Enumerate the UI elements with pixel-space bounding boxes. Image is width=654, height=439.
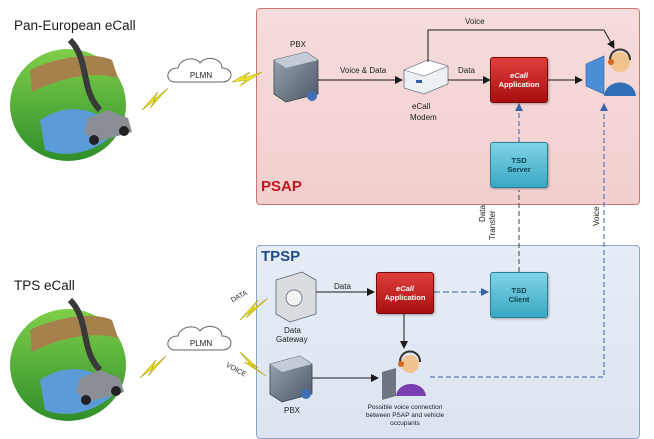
ecall-application-top-line2: Application [498, 80, 540, 89]
plmn-top-label: PLMN [189, 71, 213, 80]
tsd-server-box: TSD Server [490, 142, 548, 188]
psap-operator-icon [585, 48, 636, 96]
ecall-application-bottom-line2: Application [384, 293, 426, 302]
pbx-top-label: PBX [290, 40, 307, 49]
ecall-application-bottom-box: eCall Application [376, 272, 434, 314]
data-transfer-label-line2: Transfer [488, 210, 497, 241]
possible-voice-note-line2: between PSAP and vehicle [365, 412, 445, 419]
wireless-bolt-top-left-icon [141, 87, 169, 111]
tps-ecall-heading: TPS eCall [14, 278, 75, 293]
wireless-bolt-top-right-icon [231, 71, 263, 87]
plmn-cloud-bottom-icon [167, 325, 232, 351]
pan-european-ecall-heading: Pan-European eCall [14, 18, 136, 33]
wireless-bolt-voice-icon [239, 351, 267, 377]
tsd-client-box: TSD Client [490, 272, 548, 318]
tsd-client-line1: TSD [511, 286, 527, 295]
ecall-application-top-box: eCall Application [490, 57, 548, 103]
data-gateway-label-line2: Gateway [276, 335, 308, 344]
vehicle-scene-top [10, 37, 132, 161]
data-gateway-label-line1: Data [284, 326, 301, 335]
tsd-server-line2: Server [507, 165, 531, 174]
pbx-bottom-icon [269, 355, 313, 403]
tpsp-region-label: TPSP [261, 248, 301, 265]
tsd-server-line1: TSD [511, 156, 527, 165]
plmn-bottom-label: PLMN [189, 339, 213, 348]
data-modem-app-edge-label: Data [458, 66, 475, 75]
ecall-modem-label-line2: Modem [410, 113, 437, 122]
voice-vertical-label: Voice [592, 206, 601, 226]
tpsp-region [256, 245, 640, 439]
wireless-bolt-data-icon [239, 297, 269, 321]
voice-top-edge-label: Voice [465, 17, 485, 26]
ecall-modem-icon [403, 59, 449, 95]
data-gateway-app-edge-label: Data [334, 282, 351, 291]
tpsp-operator-icon [382, 350, 426, 400]
ecall-modem-label-line1: eCall [412, 102, 431, 111]
possible-voice-connection-note: Possible voice connection between PSAP a… [345, 404, 465, 428]
psap-region-label: PSAP [261, 178, 302, 195]
plmn-cloud-top-icon [167, 57, 232, 83]
wireless-bolt-bottom-left-icon [139, 355, 167, 379]
pbx-top-icon [273, 51, 319, 103]
data-transfer-label-line1: Data [478, 205, 487, 222]
possible-voice-note-line1: Possible voice connection [367, 404, 443, 411]
vehicle-scene-bottom [10, 297, 126, 421]
ecall-application-top-line1: eCall [510, 71, 528, 80]
voice-and-data-edge-label: Voice & Data [340, 66, 387, 75]
pbx-bottom-label: PBX [284, 406, 301, 415]
psap-region [256, 8, 640, 205]
ecall-application-bottom-line1: eCall [396, 284, 414, 293]
tsd-client-line2: Client [508, 295, 530, 304]
possible-voice-note-line3: occupants [390, 420, 420, 427]
data-gateway-icon [275, 271, 317, 323]
